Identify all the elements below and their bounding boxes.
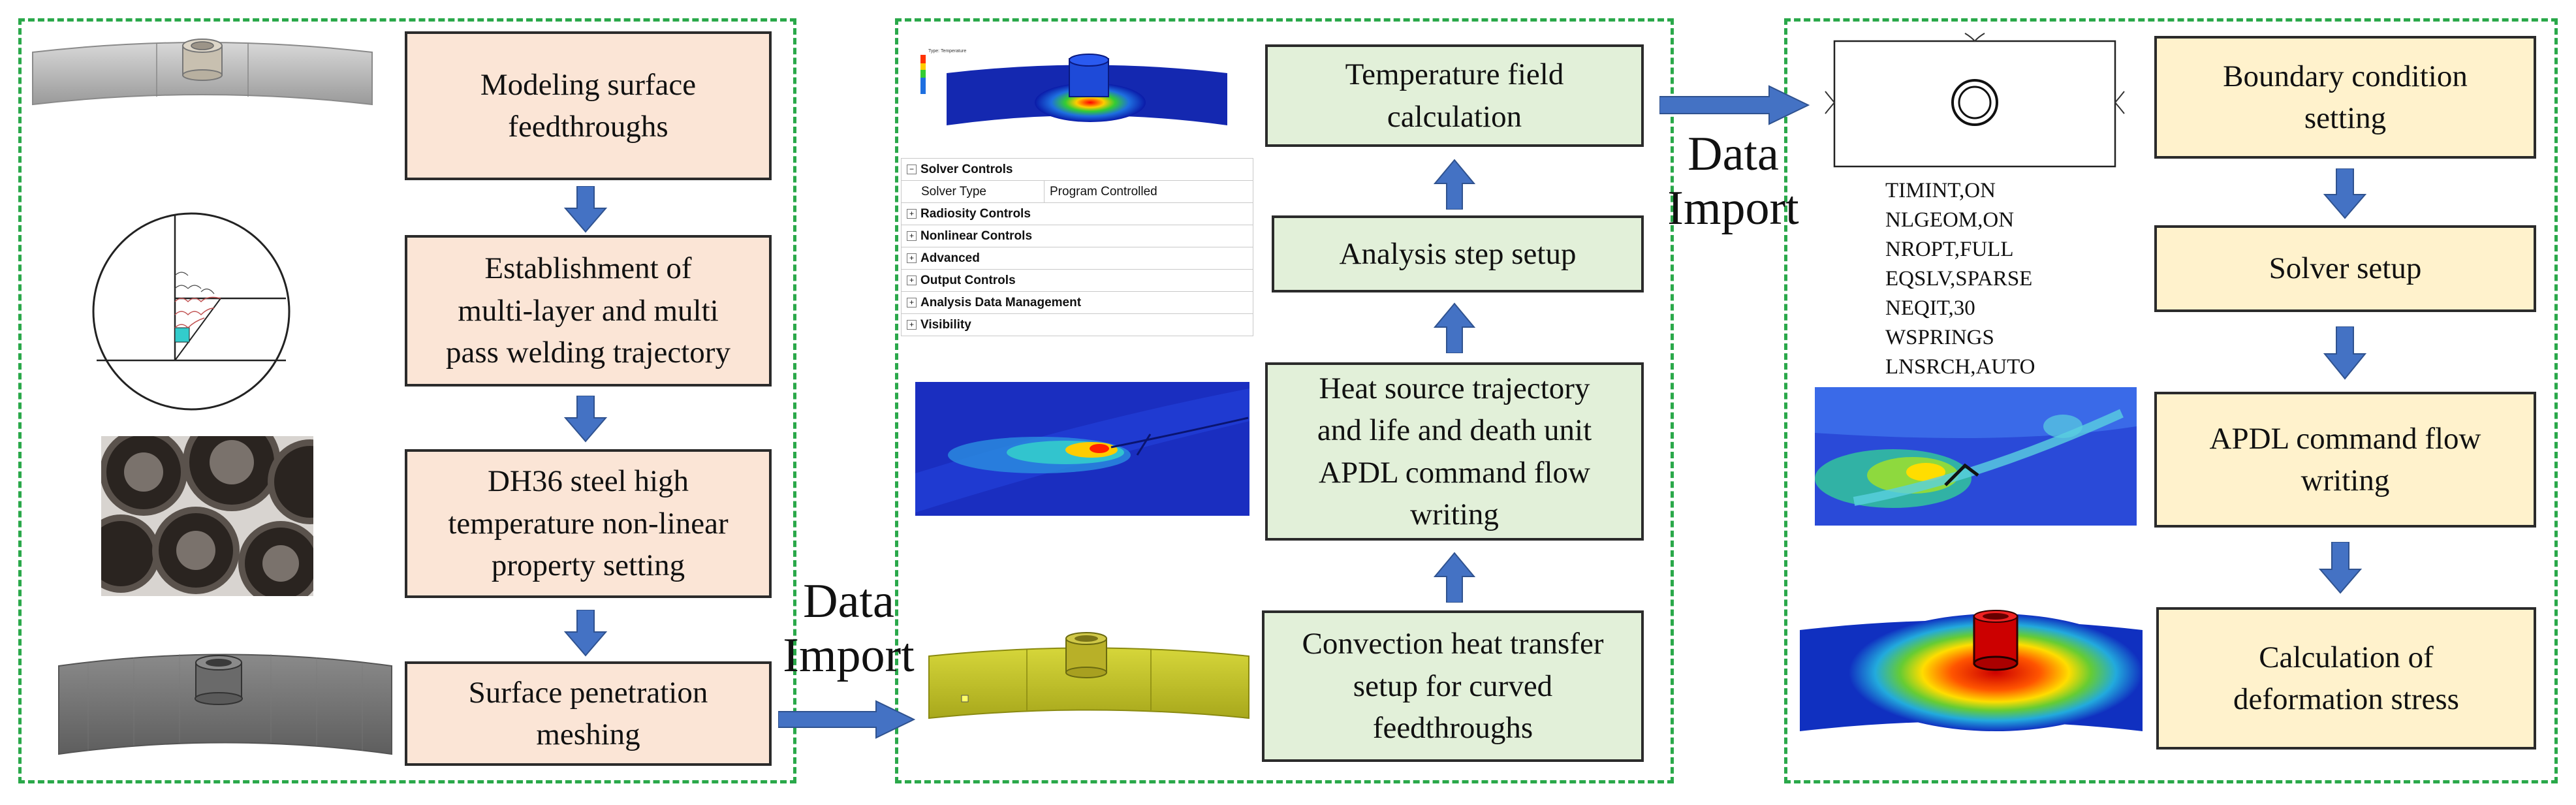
apdl-command: WSPRINGS [1885,326,1994,349]
step-analysis-setup: Analysis step setup [1272,215,1644,292]
solver-type-value[interactable]: Program Controlled [1044,180,1253,203]
arrow-down-3 [563,610,608,657]
step-boundary-condition: Boundary condition setting [2154,36,2536,159]
step-welding-trajectory: Establishment of multi-layer and multi p… [405,235,772,387]
data-import-label-2: Data Import [1667,127,1799,235]
group-visibility[interactable]: +Visibility [901,313,1253,336]
convection-model-image [928,632,1249,719]
step-modeling-surface: Modeling surface feedthroughs [405,31,772,180]
arrow-down-4 [2323,168,2367,219]
apdl-command: TIMINT,ON [1885,179,1996,202]
expand-icon[interactable]: + [907,208,917,219]
panel-thermal [895,18,1674,783]
boundary-condition-sketch [1825,33,2125,168]
step-heat-source: Heat source trajectory and life and deat… [1265,362,1644,541]
expand-icon[interactable]: + [907,275,917,285]
heat-source-image [915,382,1249,516]
arrow-up-2 [1433,302,1476,353]
arrow-down-5 [2323,326,2367,380]
data-import-label-1: Data Import [783,575,915,682]
temperature-field-image: Type: Temperature [920,49,1227,125]
step-solver-setup: Solver setup [2154,225,2536,312]
deformation-stress-image [1800,610,2143,731]
step-deformation-stress: Calculation of deformation stress [2156,607,2536,750]
group-radiosity-controls[interactable]: +Radiosity Controls [901,202,1253,225]
expand-icon[interactable]: + [907,253,917,263]
apdl-command: NEQIT,30 [1885,296,1975,320]
panel-modeling [18,18,796,783]
welding-pass-diagram [92,212,291,411]
arrow-down-6 [2318,542,2363,594]
panel-structural [1784,18,2558,783]
step-steel-property: DH36 steel high temperature non-linear p… [405,449,772,598]
group-analysis-data-management[interactable]: +Analysis Data Management [901,291,1253,314]
apdl-command-list: TIMINT,ON NLGEOM,ON NROPT,FULL EQSLV,SPA… [1885,176,2035,382]
arrow-down-1 [563,186,608,233]
arrow-up-1 [1433,159,1476,210]
expand-icon[interactable]: + [907,319,917,330]
group-advanced[interactable]: +Advanced [901,247,1253,270]
step-convection: Convection heat transfer setup for curve… [1262,610,1644,762]
group-nonlinear-controls[interactable]: +Nonlinear Controls [901,225,1253,247]
feedthrough-model-image [32,39,373,106]
step-surface-meshing: Surface penetration meshing [405,661,772,766]
apdl-command: EQSLV,SPARSE [1885,267,2033,291]
apdl-command: LNSRCH,AUTO [1885,355,2035,379]
group-output-controls[interactable]: +Output Controls [901,269,1253,292]
arrow-up-3 [1433,552,1476,603]
collapse-icon[interactable]: − [907,164,917,174]
steel-pipes-photo [101,436,313,596]
apdl-result-image [1815,387,2137,526]
svg-text:Type: Temperature: Type: Temperature [928,49,966,54]
step-temperature-field: Temperature field calculation [1265,44,1644,147]
surface-mesh-image [58,654,392,755]
apdl-command: NROPT,FULL [1885,238,2014,261]
expand-icon[interactable]: + [907,297,917,308]
apdl-command: NLGEOM,ON [1885,208,2015,232]
step-apdl-writing: APDL command flow writing [2154,392,2536,528]
arrow-down-2 [563,396,608,443]
arrow-right-data-import-1 [778,700,915,739]
arrow-right-data-import-2 [1659,85,1810,125]
expand-icon[interactable]: + [907,230,917,241]
solver-type-label: Solver Type [901,180,1045,203]
solver-controls-header[interactable]: −Solver Controls [901,158,1253,181]
